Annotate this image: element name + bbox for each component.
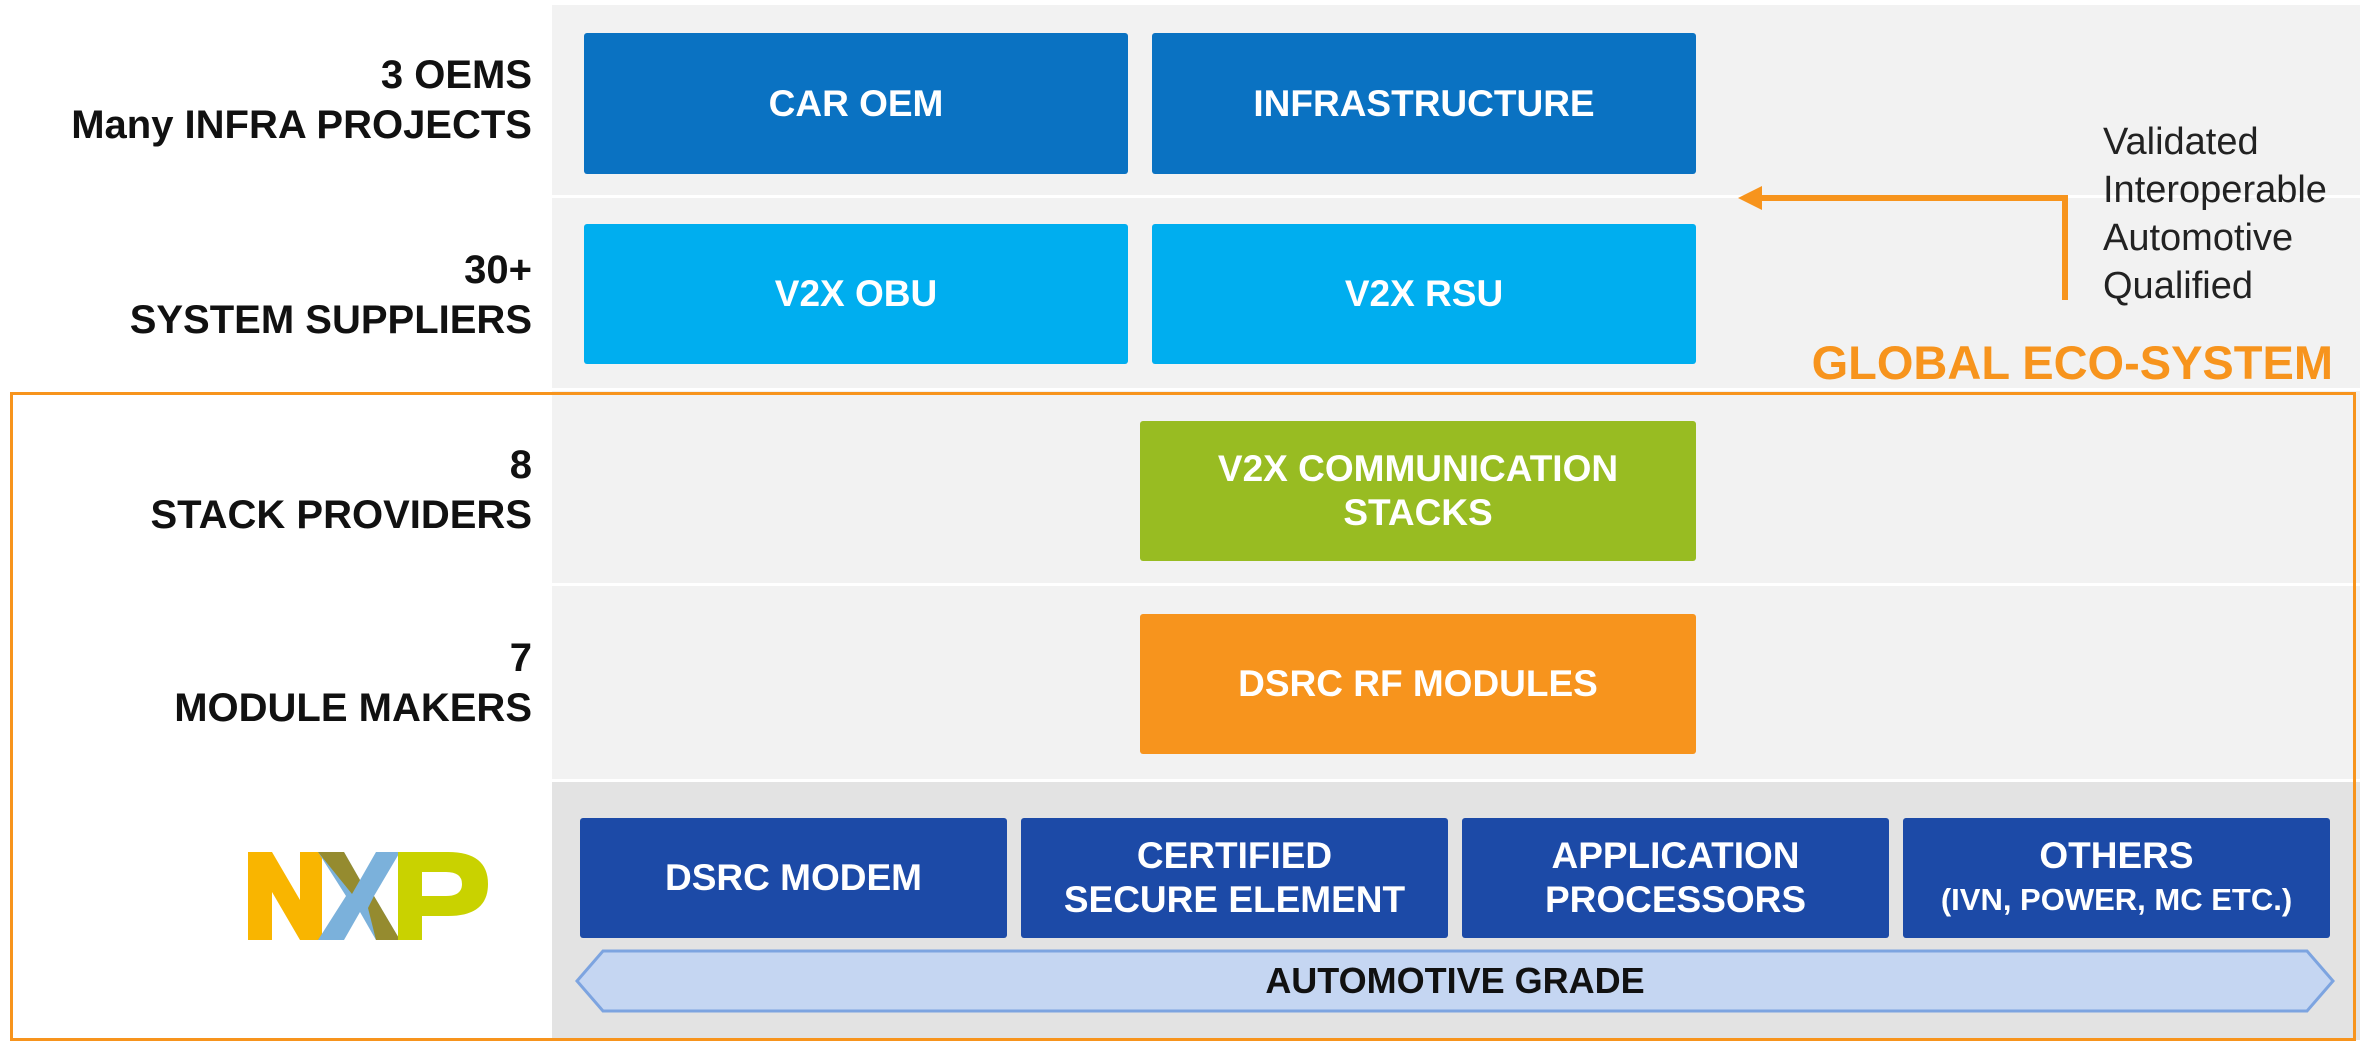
tier-label-oems-name: Many INFRA PROJECTS xyxy=(71,103,532,147)
automotive-grade-label: AUTOMOTIVE GRADE xyxy=(1265,960,1645,1001)
tier-label-modules: 7 MODULE MAKERS xyxy=(20,633,532,733)
v2x-rsu-box: V2X RSU xyxy=(1152,224,1696,364)
v2x-obu-label: V2X OBU xyxy=(774,273,938,314)
v2x-stacks-label-line2: STACKS xyxy=(1343,492,1493,533)
others-label-line2: (IVN, POWER, MC ETC.) xyxy=(1940,882,2293,917)
dsrc-modem-box: DSRC MODEM xyxy=(580,818,1007,938)
tier-label-oems: 3 OEMS Many INFRA PROJECTS xyxy=(20,50,532,150)
side-note: Validated Interoperable Automotive Quali… xyxy=(2103,118,2327,310)
infrastructure-box: INFRASTRUCTURE xyxy=(1152,33,1696,174)
tier-label-modules-count: 7 xyxy=(509,636,532,680)
side-note-line4: Qualified xyxy=(2103,265,2253,307)
v2x-stacks-box: V2X COMMUNICATION STACKS xyxy=(1140,421,1696,561)
certified-secure-element-label-line2: SECURE ELEMENT xyxy=(1063,879,1406,920)
v2x-obu-box: V2X OBU xyxy=(584,224,1128,364)
tier-label-stacks: 8 STACK PROVIDERS xyxy=(20,440,532,540)
application-processors-label-line1: APPLICATION xyxy=(1551,835,1800,876)
certified-secure-element-box: CERTIFIED SECURE ELEMENT xyxy=(1021,818,1448,938)
v2x-rsu-label: V2X RSU xyxy=(1344,273,1504,314)
others-label-line1: OTHERS xyxy=(2039,835,2194,876)
car-oem-label: CAR OEM xyxy=(768,82,944,124)
global-ecosystem-title: GLOBAL ECO-SYSTEM xyxy=(1811,336,2333,389)
dsrc-modem-label: DSRC MODEM xyxy=(665,857,922,898)
application-processors-label-line2: PROCESSORS xyxy=(1544,879,1807,920)
tier-label-suppliers-name: SYSTEM SUPPLIERS xyxy=(129,298,532,342)
tier-label-stacks-count: 8 xyxy=(509,443,532,487)
tier-label-modules-name: MODULE MAKERS xyxy=(174,686,532,730)
global-ecosystem-frame xyxy=(10,392,2356,1041)
side-note-line2: Interoperable xyxy=(2103,169,2327,211)
infrastructure-label: INFRASTRUCTURE xyxy=(1253,82,1595,124)
tier-label-oems-count: 3 OEMS xyxy=(380,53,532,97)
application-processors-box: APPLICATION PROCESSORS xyxy=(1462,818,1889,938)
certified-secure-element-label-line1: CERTIFIED xyxy=(1136,835,1333,876)
tier-label-stacks-name: STACK PROVIDERS xyxy=(150,493,532,537)
car-oem-box: CAR OEM xyxy=(584,33,1128,174)
nxp-logo xyxy=(248,852,488,940)
side-note-line3: Automotive xyxy=(2103,217,2294,259)
others-box: OTHERS (IVN, POWER, MC ETC.) xyxy=(1903,818,2330,938)
automotive-grade-arrow xyxy=(575,949,2335,1013)
dsrc-rf-modules-label: DSRC RF MODULES xyxy=(1238,663,1598,704)
v2x-stacks-label-line1: V2X COMMUNICATION xyxy=(1217,448,1619,489)
tier-label-suppliers: 30+ SYSTEM SUPPLIERS xyxy=(20,245,532,345)
tier-label-suppliers-count: 30+ xyxy=(464,248,532,292)
dsrc-rf-modules-box: DSRC RF MODULES xyxy=(1140,614,1696,754)
validation-arrow xyxy=(1738,186,2068,300)
side-note-line1: Validated xyxy=(2103,121,2259,163)
